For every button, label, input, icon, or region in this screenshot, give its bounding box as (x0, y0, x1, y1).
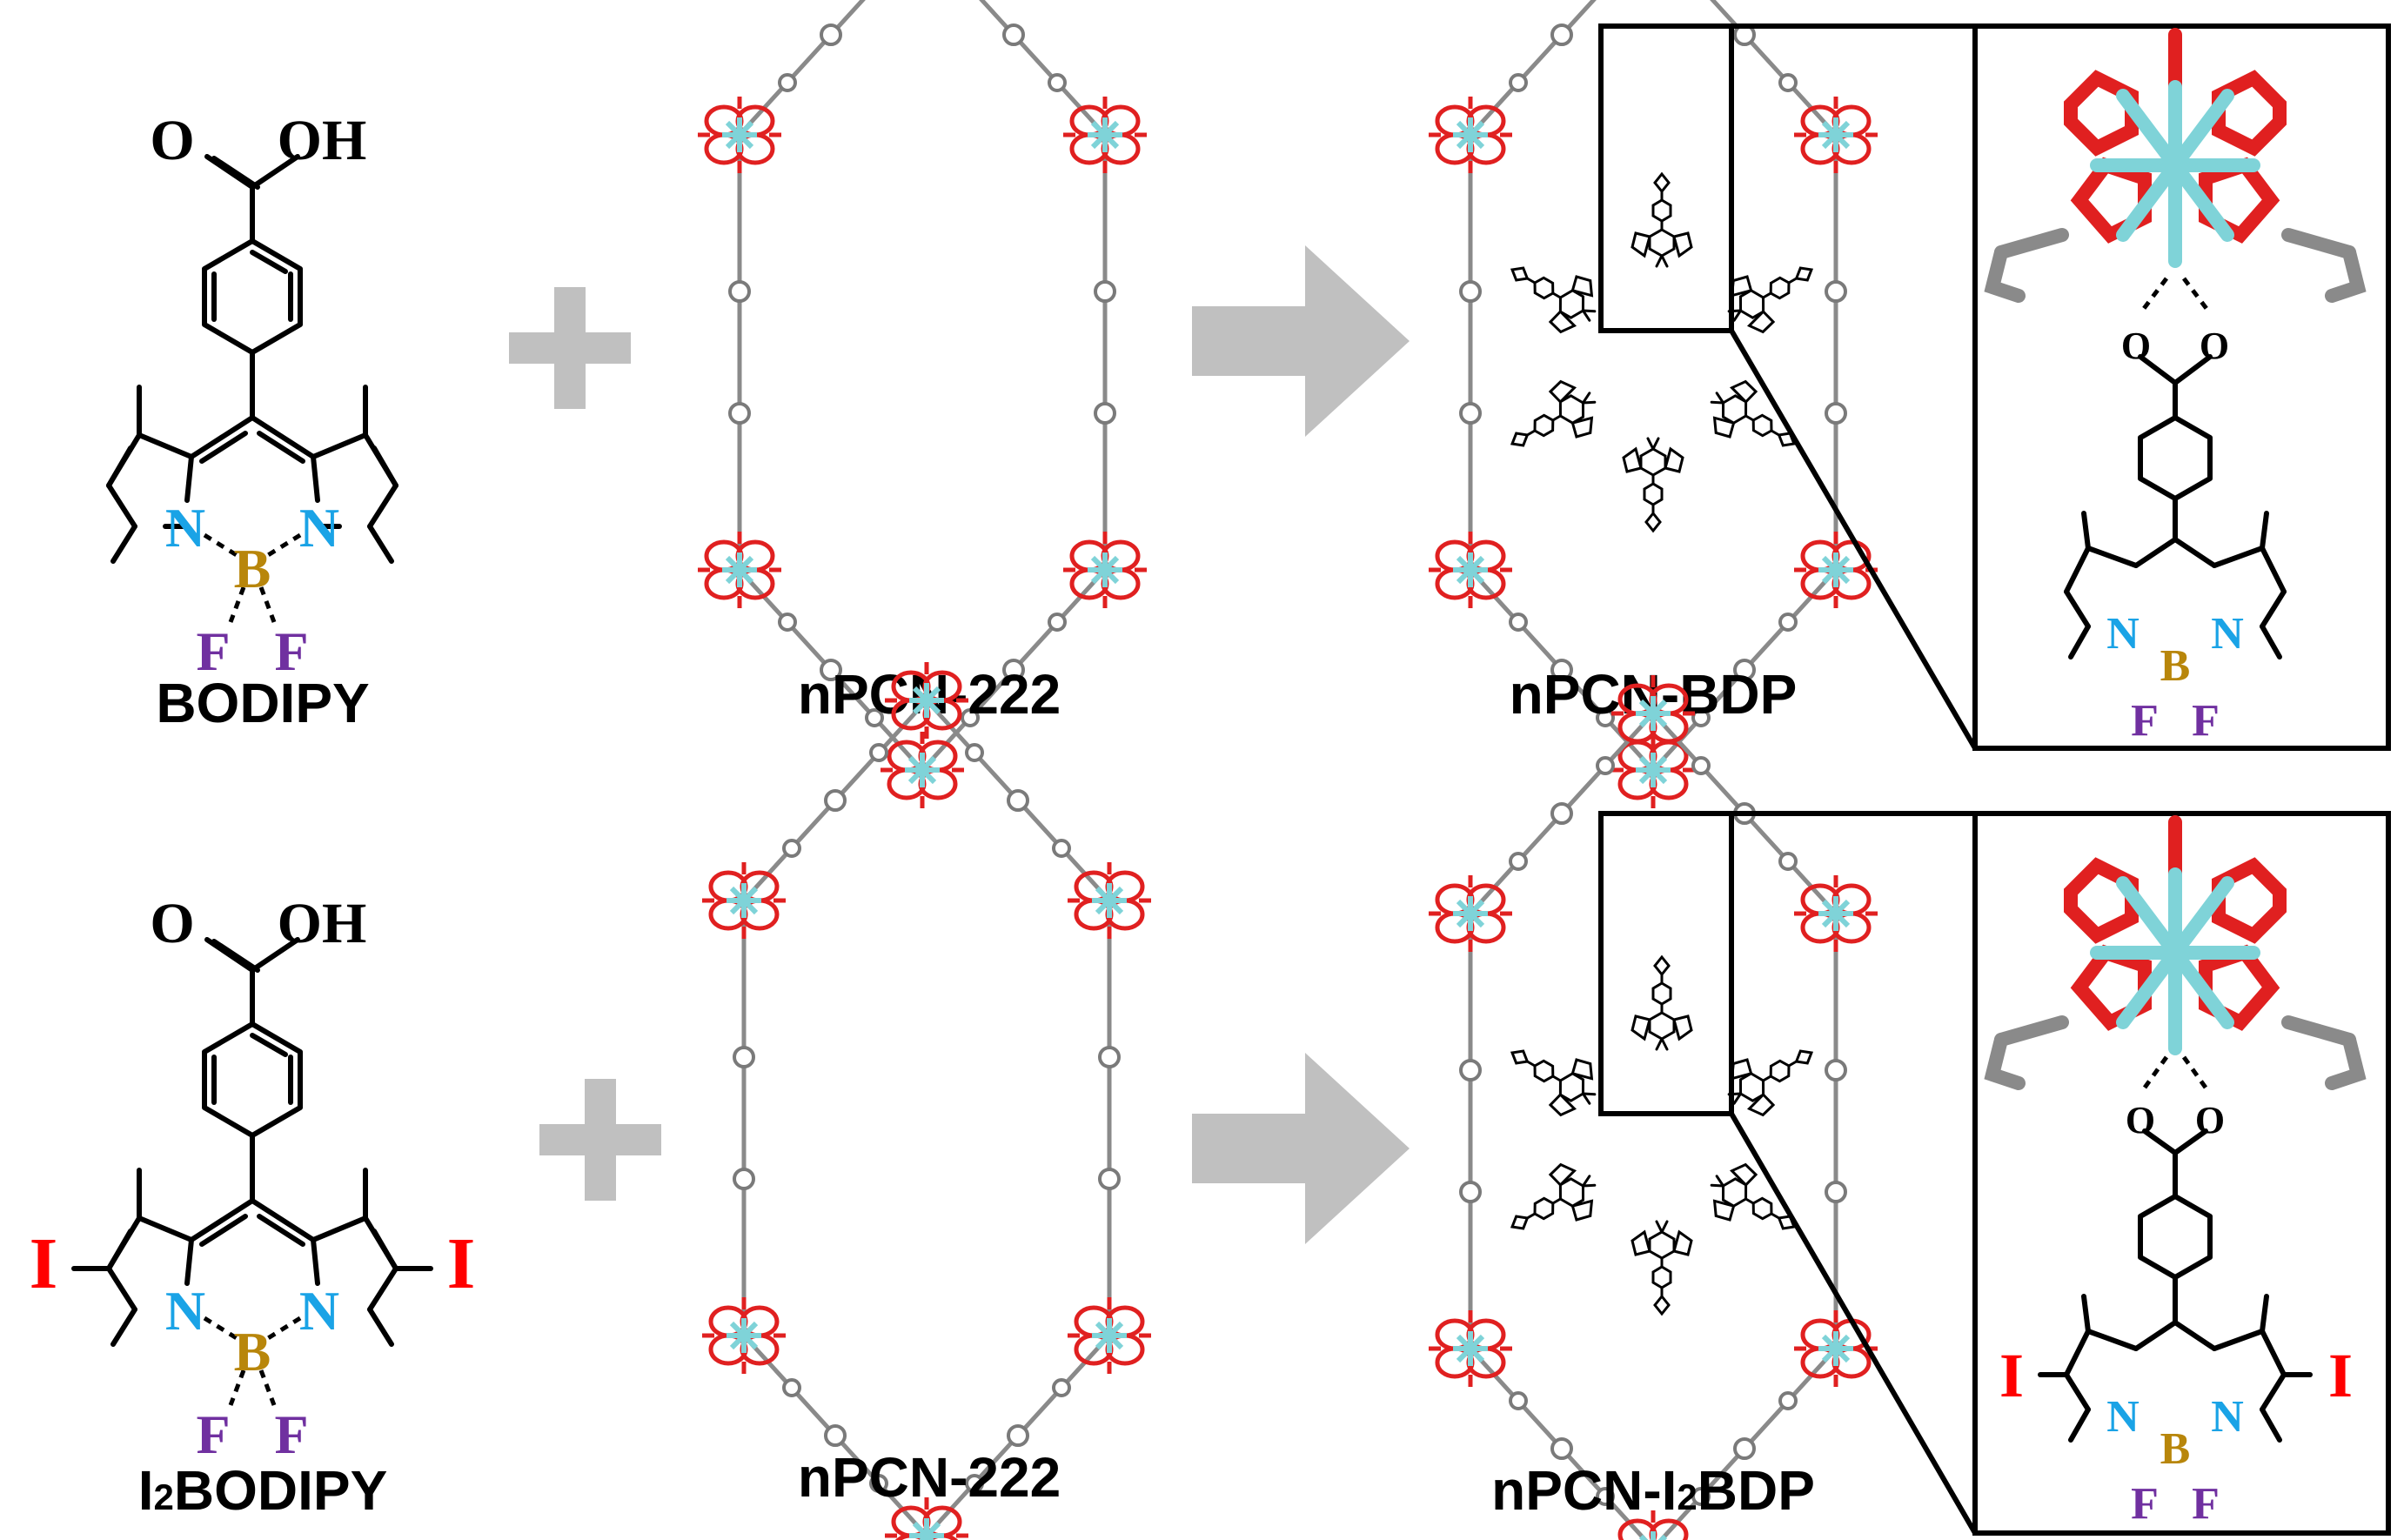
right-arrow-icon (1192, 245, 1410, 437)
plus-icon (539, 1079, 661, 1201)
framework-name: nPCN-222 (798, 1446, 1061, 1509)
nitrogen-right-label: N (299, 1280, 339, 1342)
row-bodipy: O OH N N B F F BODIPY nPCN-222 nPCN-BDP (109, 0, 2391, 808)
plus-icon (509, 287, 631, 409)
nitrogen-right-label: N (299, 497, 339, 559)
zoom-panel: O O N N B F F I I (1972, 811, 2391, 1536)
iodine-left-label: I (30, 1223, 58, 1304)
fluorine-left-label: F (196, 1403, 230, 1465)
npcn-i2bdp-pore (1429, 675, 1878, 1540)
zoom-nitrogen-right: N (2211, 1392, 2244, 1442)
boron-label: B (234, 538, 271, 599)
zoom-nitrogen-left: N (2106, 1392, 2139, 1442)
carbonyl-oxygen-2: O (2195, 1099, 2225, 1142)
nitrogen-left-label: N (165, 497, 205, 559)
i2bodipy-structure: O OH N N B F F I I (30, 892, 476, 1465)
oxygen-label: O (150, 109, 194, 172)
hydroxyl-label: OH (278, 892, 367, 955)
fluorine-right-label: F (274, 620, 308, 682)
iodine-right-label: I (447, 1223, 476, 1304)
row-i2bodipy: O OH N N B F F I I I2BODIPY nPCN-222 n (30, 662, 2391, 1540)
zoom-nitrogen-left: N (2106, 609, 2139, 659)
fluorine-left-label: F (196, 620, 230, 682)
hydroxyl-label: OH (278, 109, 367, 172)
molecule-name: BODIPY (156, 672, 369, 734)
right-arrow-icon (1192, 1053, 1410, 1244)
nitrogen-left-label: N (165, 1280, 205, 1342)
carbonyl-oxygen-2: O (2200, 325, 2229, 367)
zoom-iodine-right: I (2328, 1341, 2353, 1410)
zoom-fluorine-left: F (2131, 696, 2159, 746)
oxygen-label: O (150, 892, 194, 955)
npcn-bdp-pore (1429, 0, 1878, 808)
zoom-iodine-left: I (1999, 1341, 2024, 1410)
fluorine-right-label: F (274, 1403, 308, 1465)
bodipy-structure: O OH N N B F F (109, 109, 396, 682)
zoom-nitrogen-right: N (2211, 609, 2244, 659)
zoom-fluorine-left: F (2131, 1479, 2159, 1529)
carbonyl-oxygen-1: O (2121, 325, 2151, 367)
zoom-panel: O O N N B F F (1972, 23, 2391, 751)
product-name: nPCN-I2BDP (1491, 1459, 1815, 1522)
zoom-boron: B (2160, 641, 2191, 691)
zoom-fluorine-right: F (2192, 696, 2220, 746)
zoom-fluorine-right: F (2192, 1479, 2220, 1529)
zoom-boron: B (2160, 1424, 2191, 1474)
carbonyl-oxygen-1: O (2126, 1099, 2155, 1142)
boron-label: B (234, 1321, 271, 1383)
molecule-name: I2BODIPY (138, 1459, 388, 1522)
